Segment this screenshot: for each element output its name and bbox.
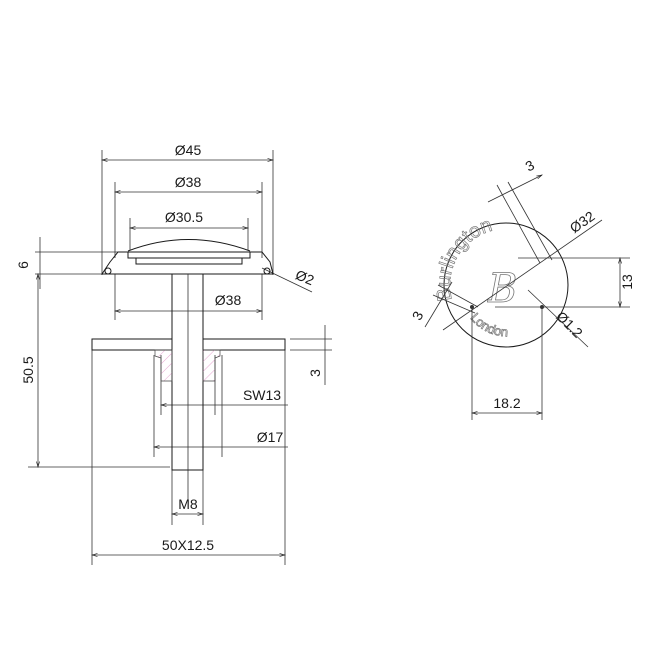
dim-hole-diameter: Ø1.2 [553,308,586,341]
logo-city: London [468,310,509,340]
dim-thread: M8 [178,496,198,512]
dim-wrench-size: SW13 [243,387,281,403]
plate-right [202,338,286,351]
cap-circle [443,222,569,348]
dim-diameter: Ø32 [567,208,598,236]
nut-left [154,349,173,382]
logo: Burlington B London [432,214,517,340]
plate-left [91,338,173,351]
logo-city-path: London [467,310,509,340]
dimension-lines [38,160,326,555]
dim-height-offset: 13 [619,274,635,290]
dim-oring: Ø2 [293,266,317,288]
dim-overall-height: 50.5 [20,356,36,383]
hole-left [470,305,474,309]
dim-nut-diameter: Ø17 [257,429,284,445]
dim-cap-height: 6 [15,261,31,269]
cap [101,239,274,275]
oring-left [104,267,112,275]
dim-cap-diameter: Ø38 [175,174,202,190]
top-view: Burlington B London 3 Ø32 13 3 Ø1.2 18. [409,157,635,420]
dim-hole-spacing: 18.2 [493,395,520,411]
dim-dome-diameter: Ø30.5 [165,209,203,225]
oring-right [263,267,271,275]
dim-outer-diameter: Ø45 [175,142,202,158]
side-view: Ø45 Ø38 Ø30.5 6 Ø2 Ø38 50.5 3 SW13 Ø17 M… [15,142,332,565]
dim-top-offset: 3 [522,157,537,175]
dim-plate-thickness: 3 [307,369,323,377]
logo-brand-path: Burlington [432,214,495,303]
nut-right [202,349,221,382]
bolt [171,273,204,471]
hole-right [540,305,544,309]
dim-left-offset: 3 [409,308,427,323]
top-view-lines [424,175,630,420]
logo-brand: Burlington [433,214,495,303]
dim-base-diameter: Ø38 [215,292,242,308]
dim-glass-range: 50X12.5 [162,537,214,553]
